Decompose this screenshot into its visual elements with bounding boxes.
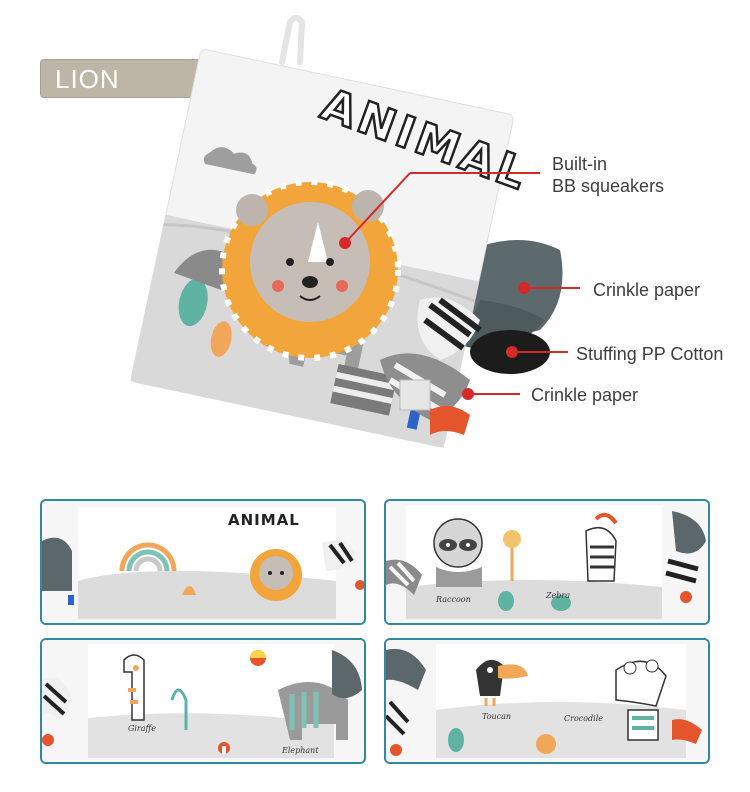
- thumbnail-giraffe-label: Giraffe: [128, 724, 156, 733]
- thumbnail-cover-title: ANIMAL: [228, 511, 300, 529]
- callout-lines: [339, 172, 580, 400]
- soft-book-hero-image: ANIMAL: [130, 15, 580, 448]
- callout-crinkle-paper-top: Crinkle paper: [593, 280, 701, 300]
- thumbnail-toucan-label: Toucan: [482, 712, 512, 721]
- thumbnail-crocodile-label: Crocodile: [564, 714, 604, 723]
- callout-squeakers-line2: BB squeakers: [552, 176, 665, 196]
- callout-squeakers: Built-in BB squeakers: [552, 153, 664, 197]
- thumbnail-giraffe-elephant-spread: Giraffe Elephant: [40, 638, 366, 764]
- thumbnail-cover-spread: ANIMAL: [40, 499, 366, 625]
- thumbnail-raccoon-zebra-spread: Raccoon Zebra: [384, 499, 710, 625]
- callout-squeakers-line1: Built-in: [552, 154, 608, 174]
- thumbnail-toucan-crocodile-spread: Toucan Crocodile: [384, 638, 710, 764]
- callout-crinkle-paper-bottom: Crinkle paper: [531, 385, 639, 405]
- callout-stuffing: Stuffing PP Cotton: [576, 344, 724, 364]
- animal-name-badge: LION: [40, 59, 211, 98]
- thumbnail-raccoon-label: Raccoon: [436, 595, 471, 604]
- lion-head-plush: [219, 179, 401, 361]
- thumbnail-zebra-label: Zebra: [546, 591, 571, 600]
- thumbnail-elephant-label: Elephant: [282, 746, 319, 755]
